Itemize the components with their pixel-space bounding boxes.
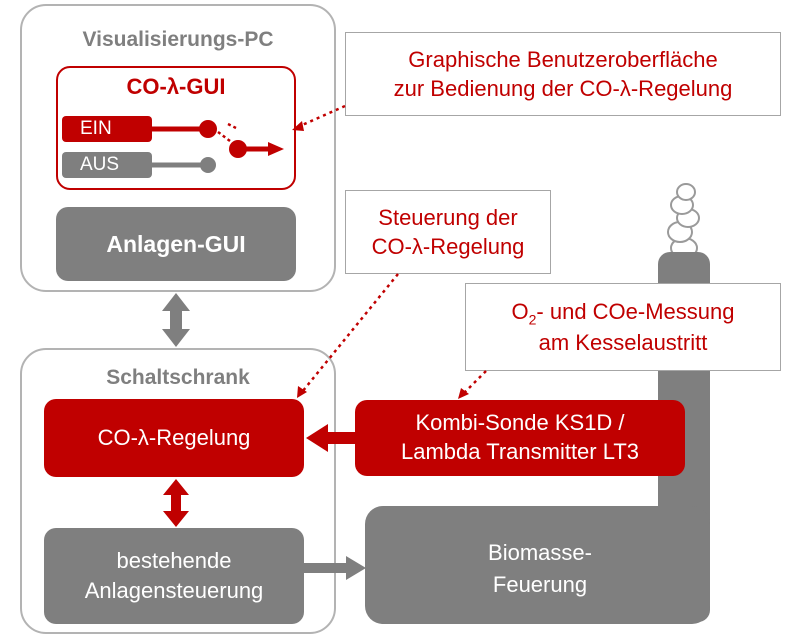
sonde-to-regelung-arrow-icon	[306, 424, 356, 452]
pc-schaltschrank-double-arrow-icon	[162, 293, 190, 347]
dotted-pointers	[299, 104, 487, 394]
messung-o2-label: O	[511, 298, 529, 324]
anlagen-gui-box[interactable]: Anlagen-GUI	[56, 207, 296, 281]
co-lambda-regelung-box[interactable]: CO-λ-Regelung	[44, 399, 304, 477]
switch-output-arrow-icon	[268, 142, 284, 156]
visualisierungs-pc-title: Visualisierungs-PC	[82, 28, 274, 51]
gui-description-callout: Graphische Benutzeroberfläche zur Bedien…	[345, 32, 781, 116]
messung-o2-subscript: 2	[528, 310, 537, 327]
schaltschrank-title: Schaltschrank	[106, 366, 250, 389]
aus-contact-icon	[200, 157, 216, 173]
messung-line-1: O2- und COe-Messung	[511, 297, 734, 329]
regelung-steuerung-double-arrow-icon	[163, 479, 189, 527]
ein-button[interactable]: EIN	[62, 116, 152, 142]
kombi-sonde-box[interactable]: Kombi-Sonde KS1D / Lambda Transmitter LT…	[355, 400, 685, 476]
biomasse-feuerung-box	[365, 506, 710, 624]
messung-rest-label: - und COe-Messung	[536, 298, 735, 324]
aus-button[interactable]: AUS	[62, 152, 152, 178]
switch-pivot-icon	[229, 140, 247, 158]
anlagensteuerung-box[interactable]: bestehende Anlagensteuerung	[44, 528, 304, 624]
ein-contact-icon	[199, 120, 217, 138]
pointer-gui-arrow-icon	[292, 121, 304, 131]
pointer-steuerung-arrow-icon	[297, 386, 307, 398]
biomasse-feuerung-label: Biomasse- Feuerung	[488, 540, 592, 597]
messung-line-2: am Kesselaustritt	[538, 330, 708, 356]
co-lambda-gui-title: CO-λ-GUI	[126, 74, 226, 99]
steuerung-to-feuerung-arrow-icon	[304, 556, 366, 580]
pointer-messung-arrow-icon	[458, 388, 469, 399]
steuerung-callout: Steuerung der CO-λ-Regelung	[345, 190, 551, 274]
messung-callout: O2- und COe-Messung am Kesselaustritt	[465, 283, 781, 371]
